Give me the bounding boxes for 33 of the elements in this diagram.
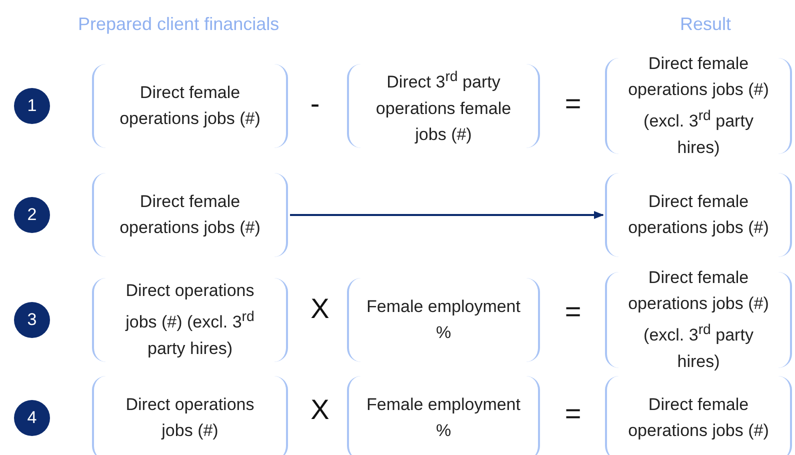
equals-sign: = [564, 398, 582, 430]
box-text: Direct operations jobs (#) [124, 394, 256, 442]
multiply-sign: X [310, 293, 330, 325]
box-text: Female employment % [365, 296, 522, 344]
arrow [290, 211, 604, 219]
column-heading: Prepared client financials [78, 14, 280, 35]
bracket-box [605, 376, 792, 455]
box-text: Direct 3$^{rd}$ party operations female jobs (#) [374, 68, 512, 146]
box-text: Direct female operations jobs (#) [627, 191, 770, 239]
equals-sign: = [564, 88, 582, 120]
box-text: Direct female operations jobs (#) (excl. 3$^{rd}$ party hires) [627, 267, 770, 373]
box-text: Direct operations jobs (#) (excl. 3$^{rd}$ party hires) [124, 280, 256, 360]
step-number-circle: 2 [14, 197, 50, 233]
step-number-circle: 1 [14, 88, 50, 124]
box-text: Direct female operations jobs (#) [118, 82, 262, 130]
multiply-sign: X [310, 394, 330, 426]
bracket-box [92, 376, 288, 455]
bracket-box [347, 376, 540, 455]
equals-sign: = [564, 296, 582, 328]
minus-sign: - [310, 88, 320, 120]
box-text: Direct female operations jobs (#) (excl. 3$^{rd}$ party hires) [627, 53, 770, 159]
step-number-circle: 3 [14, 302, 50, 338]
bracket-box [92, 64, 288, 148]
bracket-box [347, 64, 540, 148]
box-text: Female employment % [365, 394, 522, 442]
bracket-box [92, 278, 288, 362]
bracket-box [347, 278, 540, 362]
bracket-box [92, 173, 288, 257]
column-heading: Result [680, 14, 732, 35]
step-number-circle: 4 [14, 400, 50, 436]
bracket-box [605, 173, 792, 257]
box-text: Direct female operations jobs (#) [627, 394, 770, 442]
box-text: Direct female operations jobs (#) [118, 191, 262, 239]
